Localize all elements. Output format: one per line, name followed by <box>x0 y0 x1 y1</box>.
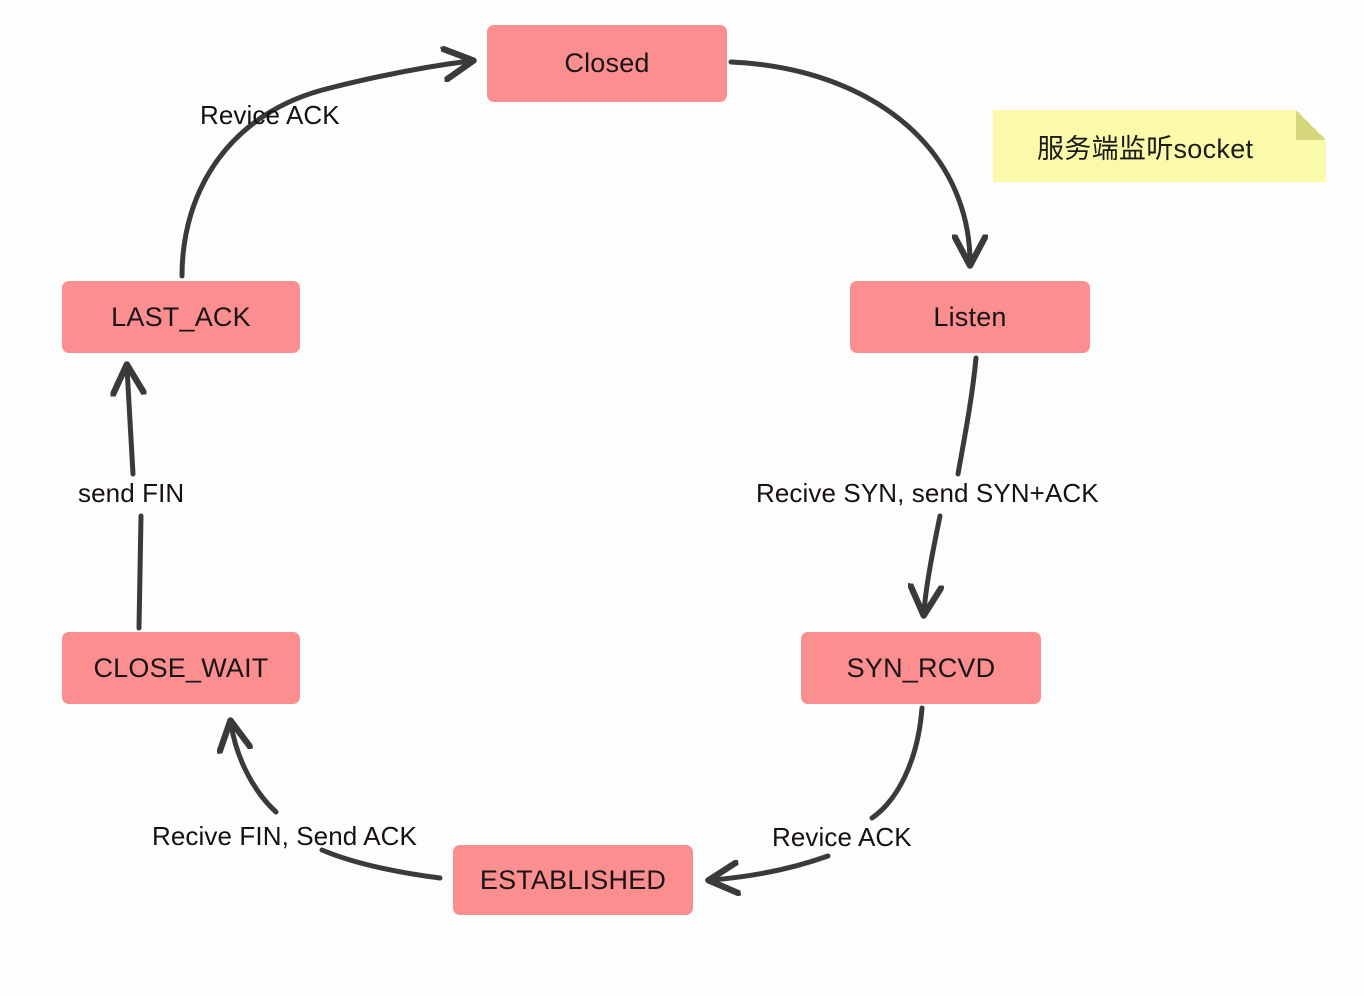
edge-label-listen-to-syn-rcvd: Recive SYN, send SYN+ACK <box>756 478 1099 508</box>
node-listen-label: Listen <box>933 301 1007 332</box>
edge-label-last-ack-to-closed: Revice ACK <box>200 100 340 130</box>
edge-established-to-close-wait <box>231 724 279 815</box>
edge-syn-rcvd-to-established-tail <box>712 853 831 880</box>
node-last-ack[interactable]: LAST_ACK <box>62 281 300 353</box>
edge-syn-rcvd-to-established <box>869 705 925 821</box>
edge-close-wait-to-last-ack-upper <box>127 368 133 477</box>
node-established-label: ESTABLISHED <box>479 864 667 895</box>
edge-label-close-wait-to-last-ack: send FIN <box>78 478 185 508</box>
edge-closed-to-listen <box>728 59 970 262</box>
node-close-wait[interactable]: CLOSE_WAIT <box>62 632 300 704</box>
edge-established-to-close-wait-tail <box>319 847 443 881</box>
node-syn-rcvd[interactable]: SYN_RCVD <box>801 632 1041 704</box>
edge-listen-to-syn-rcvd-lower <box>924 513 940 612</box>
edge-last-ack-to-closed <box>179 61 470 279</box>
node-closed-label: Closed <box>564 48 650 78</box>
node-established[interactable]: ESTABLISHED <box>453 845 693 915</box>
edge-close-wait-to-last-ack-lower <box>136 513 144 631</box>
edge-listen-to-syn-rcvd-upper <box>955 355 979 477</box>
node-closed[interactable]: Closed <box>487 25 727 102</box>
node-listen[interactable]: Listen <box>850 281 1090 353</box>
node-last-ack-label: LAST_ACK <box>111 301 251 332</box>
node-syn-rcvd-label: SYN_RCVD <box>846 652 996 683</box>
note-fold-icon <box>1296 110 1326 140</box>
edge-label-established-to-close-wait: Recive FIN, Send ACK <box>152 821 417 851</box>
node-close-wait-label: CLOSE_WAIT <box>93 652 269 683</box>
sticky-note-text: 服务端监听socket <box>1037 133 1254 164</box>
edge-label-syn-rcvd-to-established: Revice ACK <box>772 822 912 852</box>
sticky-note[interactable]: 服务端监听socket <box>993 110 1326 182</box>
